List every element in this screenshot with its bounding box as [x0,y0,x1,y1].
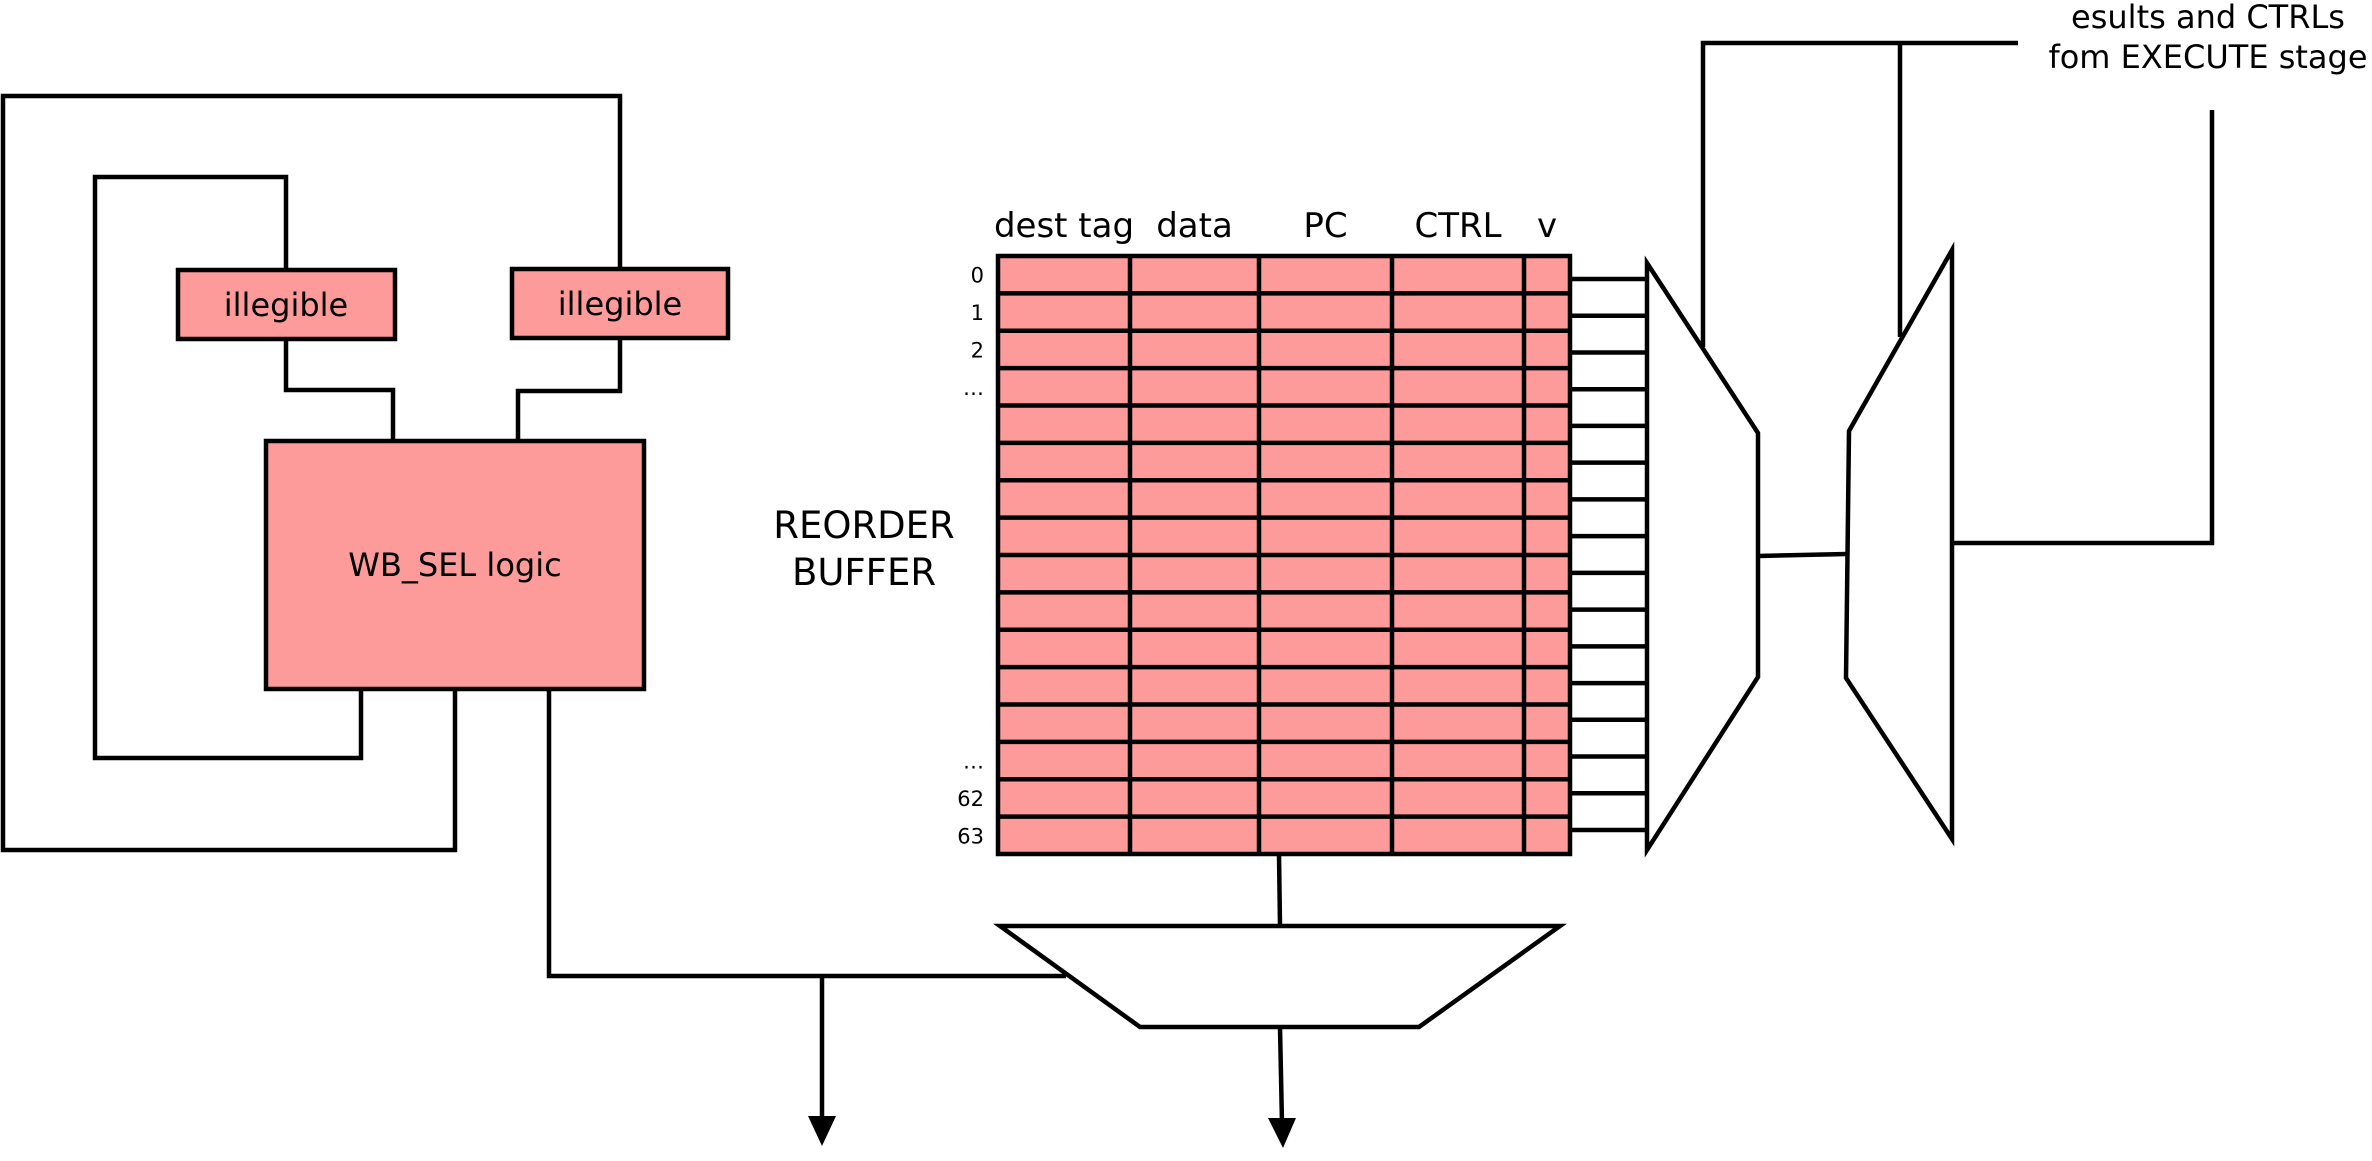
illegible-block-left: illegible [175,267,398,342]
reorder-buffer-title-line2: BUFFER [792,551,936,594]
right-wires [1276,40,2215,927]
rob-grid-lines [998,256,1570,854]
illegible-block-left-label: illegible [224,286,348,324]
rob-output-arrow [1268,1026,1296,1148]
rob-to-mux-select-lines [1570,276,1647,833]
wbsel-output-arrow [808,976,836,1146]
reorder-buffer-title-line1: REORDER [773,504,955,547]
rob-column-header: PC [1303,206,1347,246]
rob-row-label: 62 [957,787,984,811]
outer-feedback-wire [0,93,623,853]
illegible-block-left-rect [175,267,398,342]
rob-row-label: 2 [971,338,984,362]
rob-output-arrow-shaft [1277,1026,1285,1125]
wb-sel-logic-block: WB_SEL logic [263,438,647,692]
rob-output-arrowhead [1268,1118,1296,1148]
mux-to-mux-wire [1757,551,1848,559]
execute-input-label-line2: fom EXECUTE stage [2048,38,2367,76]
rob-column-headers: dest tag data PC CTRL v [994,206,1557,246]
inner-feedback-wire [92,174,364,761]
rob-row-label: 0 [971,264,984,288]
reorder-buffer-table: dest tag data PC CTRL v 0 1 2 … … 62 63 [957,206,1573,857]
wb-sel-logic-label: WB_SEL logic [348,546,561,584]
wbsel-output-wire [546,689,1066,979]
left-illegible-to-wbsel-wire [283,339,396,441]
rob-read-mux [1644,255,1761,858]
rob-column-header: CTRL [1414,206,1501,246]
illegible-block-right: illegible [509,266,731,341]
rob-row-label: … [963,750,984,774]
illegible-block-right-rect [509,266,731,341]
wb-sel-logic-rect [263,438,647,692]
wbsel-output-arrowhead [808,1116,836,1146]
right-illegible-to-wbsel-wire [515,339,623,441]
illegible-block-right-label: illegible [558,285,682,323]
left-feedback-wires [0,93,1066,979]
rob-row-label: 1 [971,301,984,325]
rob-column-header: v [1537,206,1557,246]
rob-output-mux [993,923,1568,1030]
rob-row-label: … [963,376,984,400]
execute-result-wire-a [1700,40,2018,347]
rob-row-label: 63 [957,824,984,848]
execute-select-mux [1843,241,1955,847]
execute-input-label-line1: esults and CTRLs [2071,0,2345,36]
rob-to-output-mux-wire [1276,853,1283,927]
rob-column-header: data [1156,206,1233,246]
rob-column-header: dest tag [994,206,1134,246]
rob-row-labels: 0 1 2 … … 62 63 [957,264,984,849]
execute-result-wire-c [1952,110,2215,546]
